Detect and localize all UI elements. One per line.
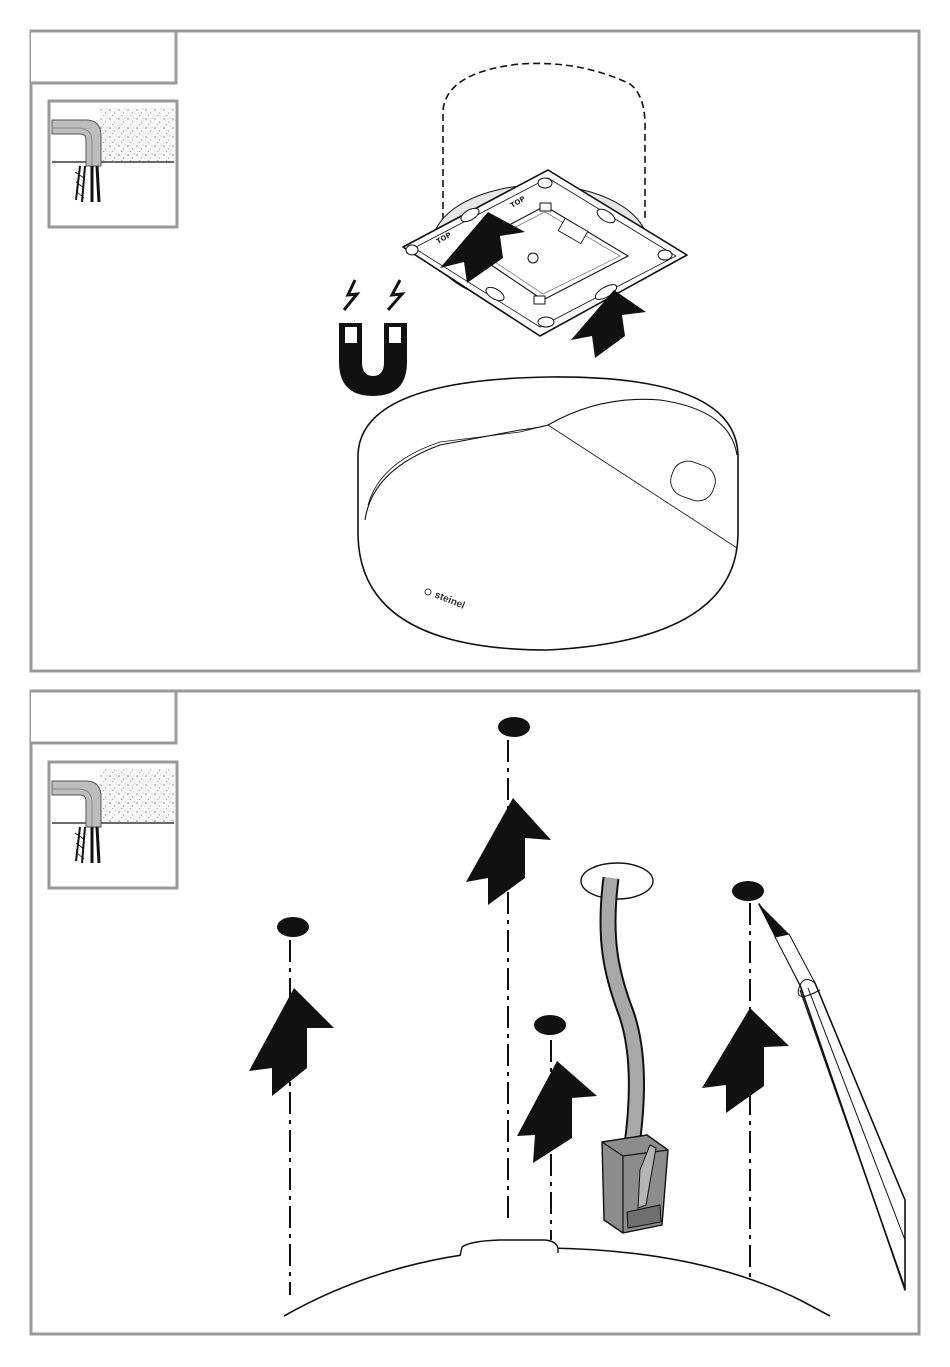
drill-hole-marker	[277, 917, 309, 937]
drill-hole-marker	[498, 717, 530, 737]
arrow-up-icon	[702, 1008, 789, 1113]
step-panel-2	[31, 691, 919, 1334]
step-panel-1: TOP TOP steinel	[31, 31, 919, 671]
rj45-connector-icon	[602, 1135, 668, 1233]
cable-in-ceiling-icon	[49, 101, 177, 227]
arrow-up-icon	[249, 988, 334, 1096]
pencil-icon	[759, 904, 905, 1290]
arrow-up-icon	[517, 1061, 597, 1163]
magnet-icon	[339, 280, 407, 396]
step-number-tab	[31, 31, 176, 83]
presence-detector-housing: steinel	[358, 377, 738, 650]
arrow-up-icon	[466, 798, 551, 905]
cable-in-ceiling-icon	[49, 762, 177, 888]
drill-hole-marker	[534, 1015, 566, 1035]
drill-hole-marker	[732, 881, 764, 901]
presence-detector-housing	[284, 1240, 830, 1316]
network-cable	[608, 878, 637, 1145]
step-number-tab	[31, 691, 176, 743]
